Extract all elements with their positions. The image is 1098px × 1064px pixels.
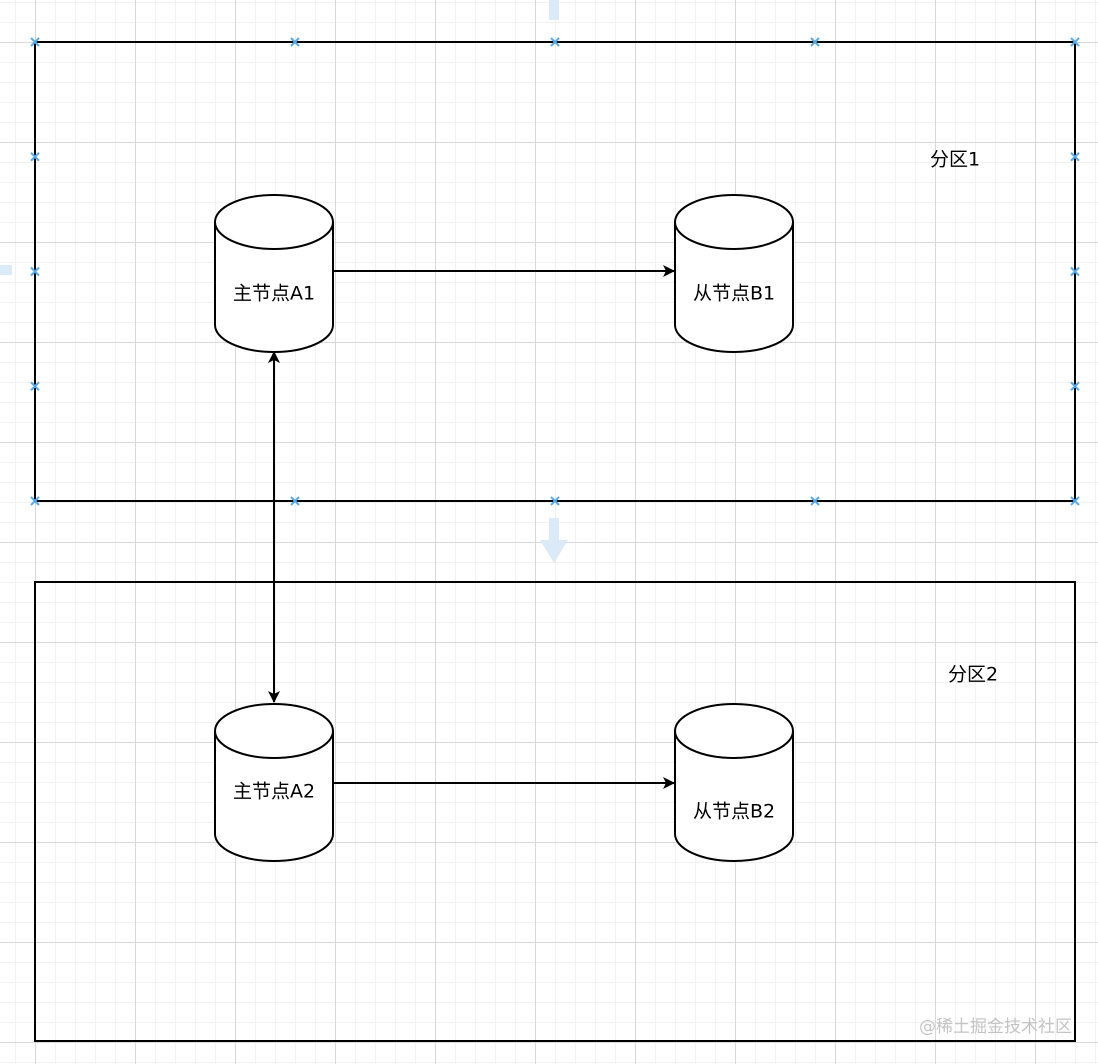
resize-handle[interactable] [1070, 381, 1080, 391]
guide-arrow-left [0, 265, 12, 275]
resize-handle[interactable] [550, 37, 560, 47]
node-b2-label: 从节点B2 [693, 801, 775, 823]
resize-handle[interactable] [30, 37, 40, 47]
resize-handle[interactable] [810, 496, 820, 506]
cylinder-top [214, 703, 334, 759]
resize-handle[interactable] [30, 266, 40, 277]
resize-handle[interactable] [550, 496, 560, 506]
partition-1-label: 分区1 [930, 149, 980, 171]
partition-2-label: 分区2 [948, 664, 998, 686]
guide-arrow-down [540, 518, 568, 563]
resize-handle[interactable] [810, 37, 820, 47]
cylinder-body [674, 222, 794, 353]
guide-arrow-up [549, 0, 559, 20]
cylinder-body [214, 731, 334, 862]
resize-handle[interactable] [30, 496, 40, 506]
selection-handles [30, 37, 1080, 506]
resize-handle[interactable] [1070, 37, 1080, 47]
partition-2-container[interactable] [34, 581, 1076, 1042]
cylinder-top [214, 194, 334, 250]
cylinder-body [674, 731, 794, 862]
cylinder-body [214, 222, 334, 353]
node-a1-label: 主节点A1 [233, 283, 315, 305]
database-node-b1[interactable]: 从节点B1 [674, 194, 794, 353]
cylinder-top [674, 703, 794, 759]
resize-handle[interactable] [1070, 152, 1080, 162]
resize-handle[interactable] [1070, 496, 1080, 506]
database-node-b2[interactable]: 从节点B2 [674, 703, 794, 862]
resize-handle[interactable] [290, 496, 300, 506]
resize-handle[interactable] [30, 381, 40, 391]
resize-handle[interactable] [30, 152, 40, 162]
resize-handle[interactable] [290, 37, 300, 47]
database-node-a1[interactable]: 主节点A1 [214, 194, 334, 353]
database-node-a2[interactable]: 主节点A2 [214, 703, 334, 862]
node-a2-label: 主节点A2 [233, 781, 315, 803]
cylinder-top [674, 194, 794, 250]
watermark-text: @稀土掘金技术社区 [919, 1017, 1072, 1037]
resize-handle[interactable] [1070, 266, 1080, 277]
node-b1-label: 从节点B1 [693, 283, 775, 305]
